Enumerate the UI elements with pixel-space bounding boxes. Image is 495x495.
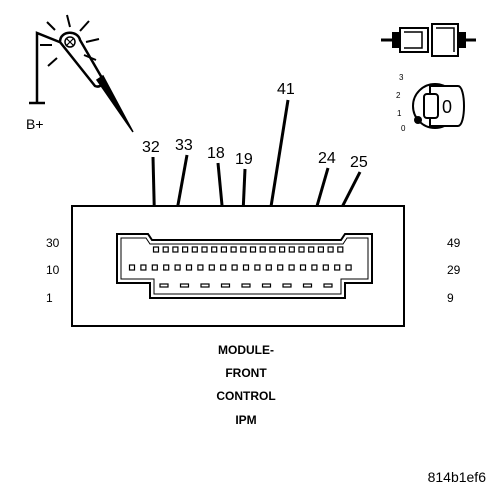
- pin-cavity: [220, 264, 227, 271]
- pin-cavities: [128, 246, 352, 288]
- pin-cavity: [230, 246, 237, 253]
- pin-cavity: [282, 283, 292, 288]
- pin-cavity: [299, 264, 307, 271]
- pin-cavity: [311, 264, 318, 271]
- pin-cavity: [201, 246, 208, 253]
- row-start-label: 1: [46, 291, 53, 305]
- pin-cavity: [185, 264, 193, 271]
- pin-cavity: [317, 246, 324, 253]
- pin-cavity: [334, 264, 341, 271]
- pin-cavity: [220, 283, 231, 288]
- pin-label-24: 24: [318, 150, 336, 167]
- module-title-line: CONTROL: [216, 389, 275, 403]
- pin-cavity: [241, 283, 251, 288]
- pin-cavity: [140, 264, 147, 271]
- pin-cavity: [208, 264, 215, 271]
- figure-code: 814b1ef6: [428, 469, 487, 485]
- pin-cavity: [182, 246, 189, 253]
- key-switch-position: 2: [396, 91, 401, 100]
- pin-cavity: [302, 283, 313, 288]
- pin-callouts: 32 33 18 19 41 24 25: [142, 81, 368, 171]
- key-position-label: 0: [442, 97, 452, 117]
- pin-cavity: [279, 246, 286, 253]
- pin-cavity: [159, 283, 169, 288]
- pin-cavity: [327, 246, 334, 253]
- pin-label-18: 18: [207, 145, 225, 162]
- module-title: MODULE- FRONT CONTROL IPM: [216, 343, 275, 427]
- pin-cavity: [277, 264, 284, 271]
- pin-cavity: [162, 246, 169, 253]
- module-title-line: IPM: [235, 413, 256, 427]
- row-end-label: 9: [447, 291, 454, 305]
- pin-cavity: [163, 264, 170, 271]
- ipm-connector: 30 10 1 49 29 9: [46, 205, 461, 327]
- pin-cavity: [261, 283, 272, 288]
- pin-cavity: [151, 264, 158, 271]
- pin-cavity: [298, 246, 305, 253]
- ignition-key-icon: 0 3 2 1 0: [396, 73, 465, 133]
- pin-cavity: [242, 264, 250, 271]
- row-end-label: 29: [447, 263, 461, 277]
- disconnect-connector-icon: [381, 23, 476, 57]
- pin-cavity: [322, 264, 329, 271]
- light-rays-icon: [40, 14, 100, 67]
- pin-cavity: [323, 283, 333, 288]
- pin-cavity: [288, 246, 295, 253]
- pin-cavity: [269, 246, 276, 253]
- test-light-tip: [95, 74, 134, 133]
- pin-cavity: [308, 246, 315, 253]
- pin-cavity: [179, 283, 190, 288]
- pin-cavity: [152, 246, 160, 253]
- row-end-label: 49: [447, 236, 461, 250]
- pin-cavity: [249, 246, 257, 253]
- pin-cavity: [174, 264, 181, 271]
- pin-cavity: [220, 246, 227, 253]
- pin-label-33: 33: [175, 137, 193, 154]
- row-start-label: 30: [46, 236, 60, 250]
- test-light-lead: [35, 31, 63, 103]
- pin-cavity: [337, 246, 344, 253]
- pin-cavity: [259, 246, 266, 253]
- pin-cavity: [200, 283, 210, 288]
- pin-cavity: [345, 264, 352, 271]
- pin-cavity: [254, 264, 261, 271]
- module-title-line: MODULE-: [218, 343, 274, 357]
- pin-cavity: [240, 246, 247, 253]
- pin-cavity: [197, 264, 204, 271]
- row-start-label: 10: [46, 263, 60, 277]
- test-light: B+: [26, 14, 134, 133]
- pin-cavity: [128, 264, 136, 271]
- pin-cavity: [172, 246, 179, 253]
- key-switch-position: 0: [401, 124, 406, 133]
- pin-cavity: [191, 246, 198, 253]
- pin-cavity: [231, 264, 238, 271]
- key-switch-position: 1: [397, 109, 402, 118]
- module-title-line: FRONT: [225, 366, 267, 380]
- pin-cavity: [288, 264, 295, 271]
- b-plus-label: B+: [26, 116, 44, 132]
- pin-label-41: 41: [277, 81, 295, 98]
- pin-label-25: 25: [350, 154, 368, 171]
- pin-label-19: 19: [235, 151, 253, 168]
- pin-cavity: [265, 264, 272, 271]
- key-switch-position: 3: [399, 73, 404, 82]
- pin-cavity: [211, 246, 218, 253]
- pin-label-32: 32: [142, 139, 160, 156]
